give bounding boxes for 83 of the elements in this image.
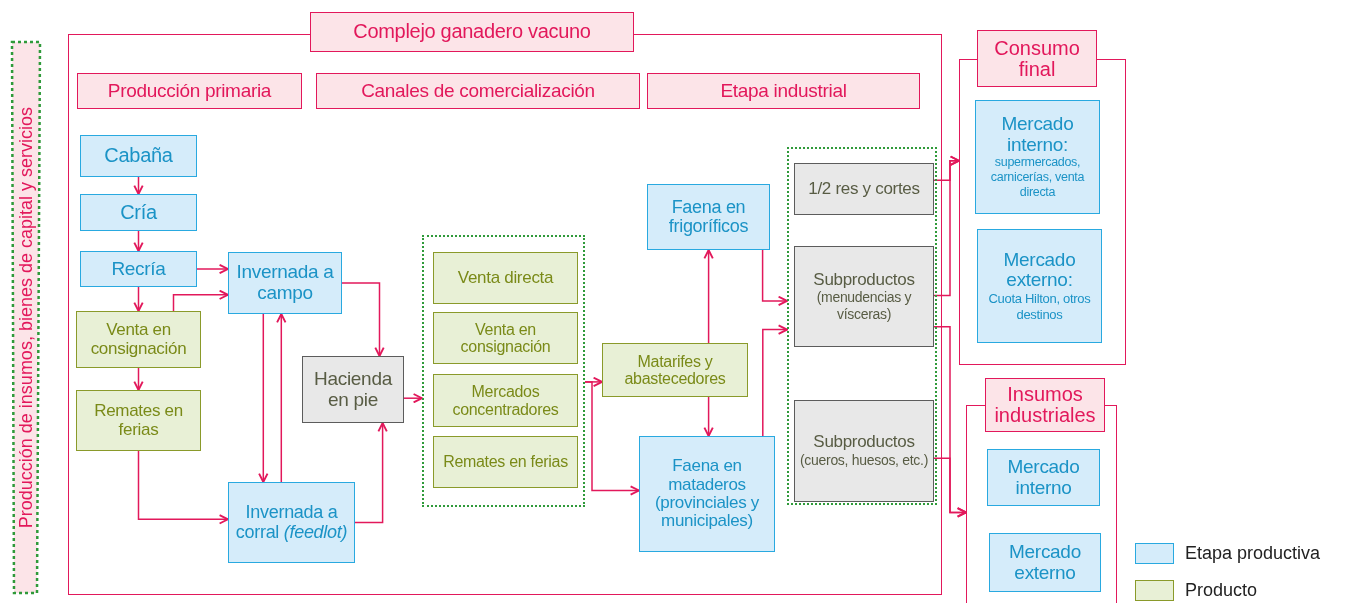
box-label: Canales de comercialización bbox=[360, 80, 596, 102]
box-label: Hacienda en pie bbox=[313, 369, 394, 410]
process-box bbox=[80, 194, 197, 231]
box-label: Cría bbox=[119, 201, 158, 224]
process-box bbox=[975, 100, 1100, 214]
process-box bbox=[647, 184, 770, 250]
box-label: Remates en ferias bbox=[442, 453, 569, 471]
arrow bbox=[172, 289, 229, 312]
box-label: Venta en consignación bbox=[459, 320, 552, 356]
stage-band bbox=[316, 73, 640, 109]
arrow bbox=[354, 422, 388, 524]
process-box bbox=[639, 436, 775, 552]
box-label: Venta directa bbox=[456, 268, 555, 288]
process-box bbox=[80, 251, 197, 287]
stage-band bbox=[310, 12, 634, 52]
product-box bbox=[433, 312, 578, 364]
box-label: Subproductos bbox=[812, 270, 916, 289]
arrow bbox=[762, 324, 788, 437]
box-label: Cabaña bbox=[103, 145, 174, 167]
product-box bbox=[602, 343, 748, 397]
stage-band bbox=[77, 73, 302, 109]
box-label: Producción primaria bbox=[106, 80, 273, 102]
box-label: Subproductos bbox=[812, 433, 916, 452]
process-box bbox=[977, 229, 1102, 343]
group-frame bbox=[959, 30, 1126, 365]
product-box bbox=[76, 311, 201, 368]
box-label: 1/2 res y cortes bbox=[807, 179, 921, 199]
legend-label: Producto bbox=[1185, 580, 1258, 601]
box-label: Invernada a campo bbox=[235, 262, 335, 304]
arrow bbox=[137, 450, 229, 525]
arrow bbox=[341, 282, 385, 357]
output-box bbox=[794, 400, 934, 502]
section-heading: Consumo final bbox=[977, 30, 1097, 87]
side-band bbox=[10, 40, 42, 595]
arrow bbox=[403, 393, 423, 404]
arrow bbox=[703, 396, 714, 437]
box-label: Venta en consignación bbox=[89, 321, 188, 358]
box-label: Remates en ferias bbox=[93, 402, 184, 439]
arrow bbox=[133, 176, 144, 195]
legend-label: Etapa productiva bbox=[1185, 543, 1321, 564]
output-box bbox=[302, 356, 404, 423]
box-label: Mercado interno bbox=[1006, 457, 1081, 498]
process-box bbox=[989, 533, 1101, 592]
product-box bbox=[433, 252, 578, 304]
process-box bbox=[80, 135, 197, 177]
process-box bbox=[228, 482, 355, 563]
section-heading: Insumos industriales bbox=[985, 378, 1105, 432]
box-label: Complejo ganadero vacuno bbox=[352, 21, 592, 43]
box-label: Invernada a corral (feedlot) bbox=[234, 503, 349, 542]
box-sublabel: (cueros, huesos, etc.) bbox=[799, 451, 929, 469]
arrow bbox=[584, 381, 640, 496]
arrow bbox=[133, 286, 144, 312]
box-label: Mercado interno: bbox=[1000, 114, 1075, 155]
process-box bbox=[228, 252, 342, 314]
arrow bbox=[258, 313, 269, 483]
box-label: Faena en frigoríficos bbox=[667, 197, 750, 237]
box-sublabel: supermercados, carnicerías, venta directa bbox=[989, 155, 1086, 200]
dotted-group bbox=[787, 147, 937, 505]
box-sublabel: (menudencias y vísceras) bbox=[815, 288, 913, 323]
product-box bbox=[433, 436, 578, 488]
box-sublabel: Cuota Hilton, otros destinos bbox=[987, 290, 1092, 323]
product-box bbox=[433, 374, 578, 427]
output-box bbox=[794, 163, 934, 215]
product-box bbox=[76, 390, 201, 451]
side-label: Producción de insumos, bienes de capital y servicios bbox=[15, 106, 37, 529]
arrow bbox=[276, 313, 287, 483]
stage-band bbox=[647, 73, 920, 109]
arrow bbox=[703, 249, 714, 344]
box-label: Etapa industrial bbox=[719, 80, 848, 102]
process-box bbox=[987, 449, 1100, 506]
box-label: Recría bbox=[110, 258, 167, 280]
box-label: Matarifes y abastecedores bbox=[623, 352, 727, 388]
box-label: Mercado externo bbox=[1008, 542, 1082, 583]
box-label: Faena en mataderos (provinciales y municipales) bbox=[653, 457, 761, 531]
box-label: Mercados concentradores bbox=[451, 383, 560, 418]
arrow bbox=[196, 263, 229, 275]
group-frame bbox=[966, 378, 1117, 603]
arrow bbox=[133, 230, 144, 252]
arrow bbox=[761, 249, 788, 307]
arrow bbox=[133, 367, 144, 391]
box-label: Mercado externo: bbox=[1002, 249, 1077, 291]
dotted-group bbox=[422, 235, 585, 507]
output-box bbox=[794, 246, 934, 347]
